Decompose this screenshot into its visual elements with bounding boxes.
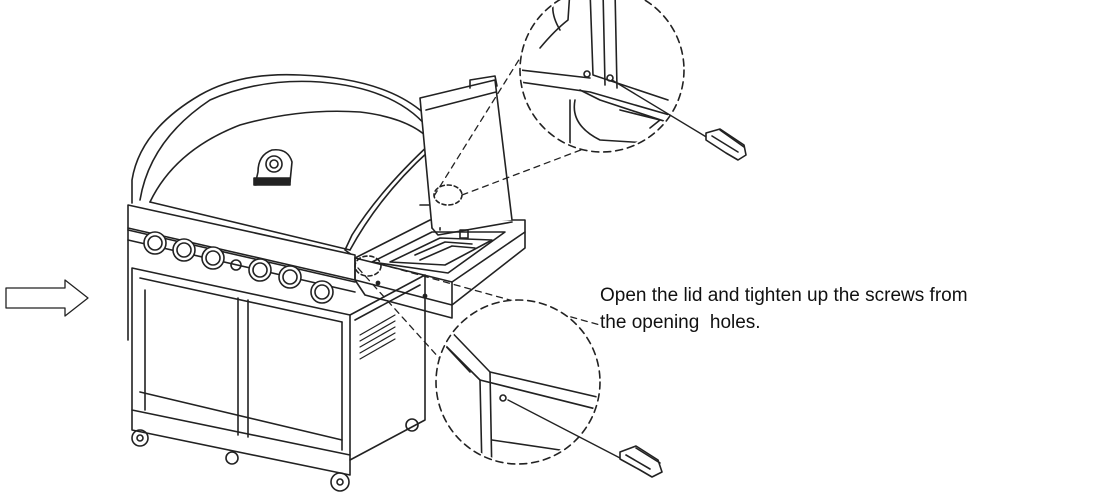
upper-detail-magnifier — [519, 0, 685, 153]
side-burner — [354, 75, 526, 319]
screwdriver-icon — [507, 399, 663, 478]
instruction-line-2: the opening holes. — [600, 312, 761, 333]
lower-detail-magnifier — [435, 299, 601, 465]
hollow-right-arrow-icon — [5, 279, 89, 317]
instruction-line-1: Open the lid and tighten up the screws f… — [600, 285, 968, 306]
control-knobs — [143, 231, 334, 304]
screwdriver-icon — [611, 79, 747, 161]
thermometer-icon — [253, 148, 293, 186]
grill-body — [127, 73, 441, 492]
instruction-text: Open the lid and tighten up the screws f… — [600, 282, 1110, 336]
